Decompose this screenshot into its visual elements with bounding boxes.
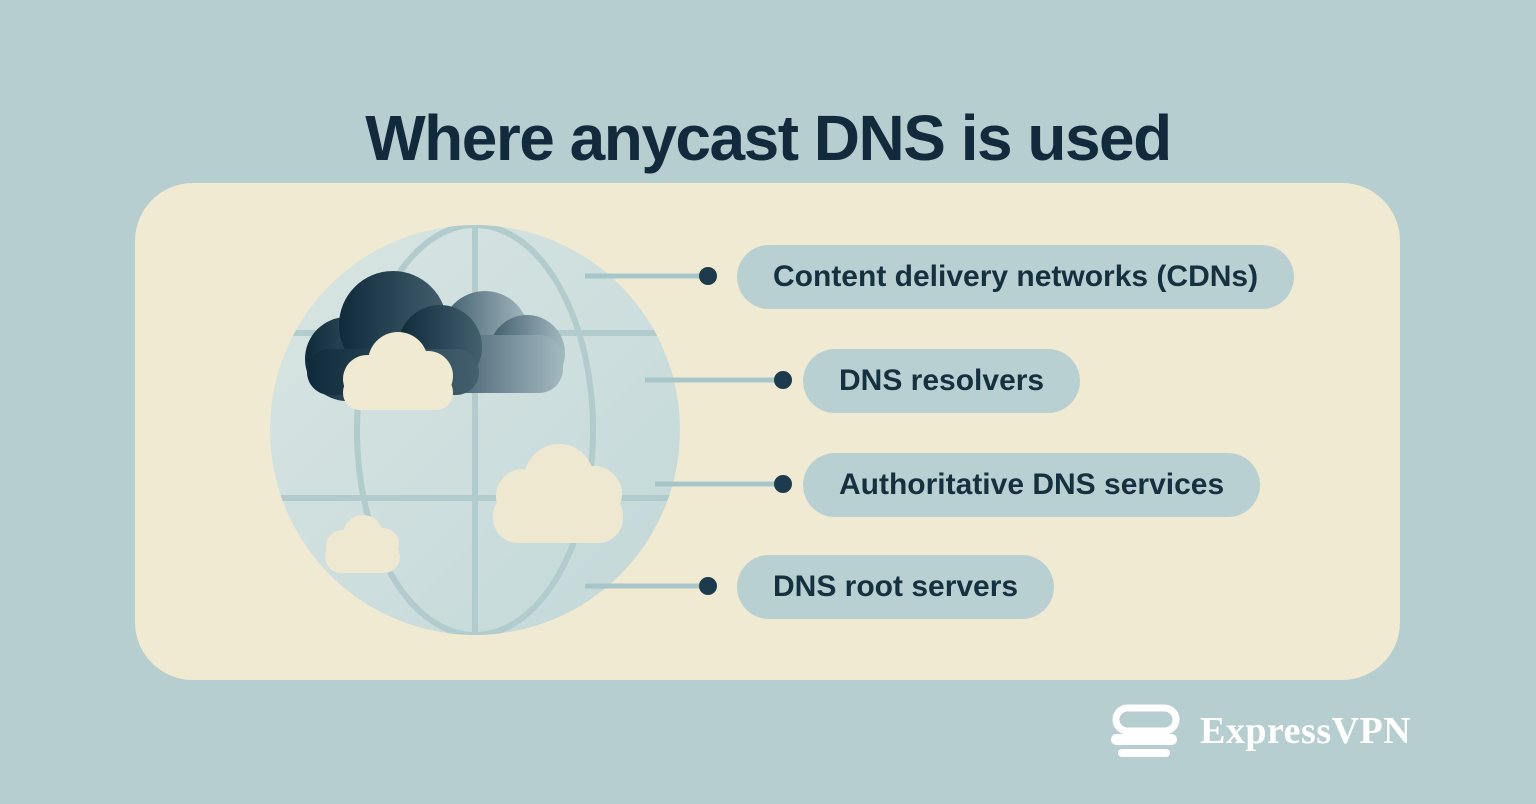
brand-wordmark: ExpressVPN [1200, 710, 1412, 752]
expressvpn-logo-icon [1111, 704, 1180, 757]
connector-dot [774, 475, 792, 493]
label-pill-dns-resolvers: DNS resolvers [803, 349, 1081, 413]
label-pill-dns-root-servers: DNS root servers [737, 555, 1055, 619]
globe-illustration [270, 225, 792, 635]
cream-cloud-icon [343, 332, 453, 410]
brand-logo: ExpressVPN [1108, 703, 1411, 759]
connector-dot [774, 371, 792, 389]
connector-dots [699, 267, 792, 595]
bottom-cloud-icon [493, 444, 623, 543]
connector-dot [699, 267, 717, 285]
label-pill-authoritative-dns: Authoritative DNS services [803, 453, 1261, 517]
small-cloud-icon [325, 515, 400, 573]
connector-dot [699, 577, 717, 595]
diagram-panel: Content delivery networks (CDNs) DNS res… [135, 183, 1400, 680]
globe-icon [270, 225, 680, 635]
connector-lines [585, 273, 783, 589]
label-pill-cdns: Content delivery networks (CDNs) [737, 245, 1295, 309]
page-title: Where anycast DNS is used [365, 101, 1172, 174]
